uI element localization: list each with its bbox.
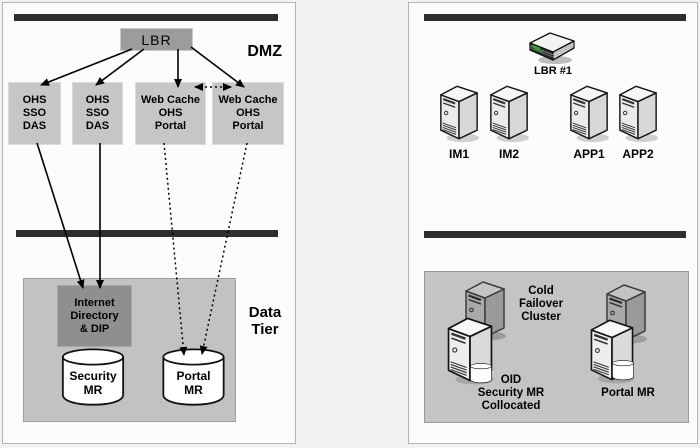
tower-server-icon: [438, 82, 480, 144]
node-label: OHS SSO DAS: [85, 94, 110, 132]
server-label-im2: IM2: [498, 147, 519, 161]
ohs-sso-das-node-2: OHS SSO DAS: [72, 82, 123, 145]
database-label: Security MR: [69, 369, 117, 397]
node-label: Web Cache OHS Portal: [218, 94, 278, 132]
tower-server-icon: [617, 82, 659, 144]
web-cache-node-1: Web Cache OHS Portal: [135, 82, 206, 145]
hardware-top-tier-bar: [424, 14, 686, 21]
dmz-tier-label: DMZ: [247, 43, 282, 60]
logical-architecture-panel: LBR DMZ OHS SSO DAS OHS SSO DAS Web Cach…: [2, 2, 296, 444]
node-label: OHS SSO DAS: [22, 94, 47, 132]
hardware-data-tier-bar: [424, 231, 686, 238]
hardware-architecture-panel: LBR #1 IM1 IM2 APP1 APP2 Cold Failover C…: [408, 2, 698, 444]
internet-directory-node: Internet Directory & DIP: [57, 285, 132, 347]
lbr-node: LBR: [120, 28, 193, 51]
portal-mr-database: Portal MR: [159, 348, 228, 411]
tower-server-icon: [488, 82, 530, 144]
server-label-app2: APP2: [622, 147, 654, 161]
ohs-sso-das-node-1: OHS SSO DAS: [8, 82, 61, 145]
database-label: Portal MR: [176, 369, 211, 397]
data-tier-label: Data Tier: [248, 304, 282, 338]
lbr-node-label: LBR: [141, 31, 172, 48]
server-label-app1: APP1: [573, 147, 605, 161]
load-balancer-label: LBR #1: [534, 65, 572, 77]
dmz-top-tier-bar: [14, 14, 278, 21]
node-label: Internet Directory & DIP: [70, 296, 119, 335]
security-mr-database: Security MR: [58, 348, 128, 411]
web-cache-node-2: Web Cache OHS Portal: [212, 82, 284, 145]
database-cylinder-icon: [612, 356, 634, 386]
oid-security-mr-label: OID Security MR Collocated: [477, 374, 545, 412]
node-label: Web Cache OHS Portal: [140, 94, 201, 132]
tower-server-icon: [568, 82, 610, 144]
cold-failover-cluster-label: Cold Failover Cluster: [518, 285, 564, 323]
portal-mr-cluster-label: Portal MR: [601, 387, 655, 399]
data-tier-bar: [16, 230, 278, 237]
load-balancer-router-icon: [527, 29, 577, 67]
server-label-im1: IM1: [448, 147, 469, 161]
